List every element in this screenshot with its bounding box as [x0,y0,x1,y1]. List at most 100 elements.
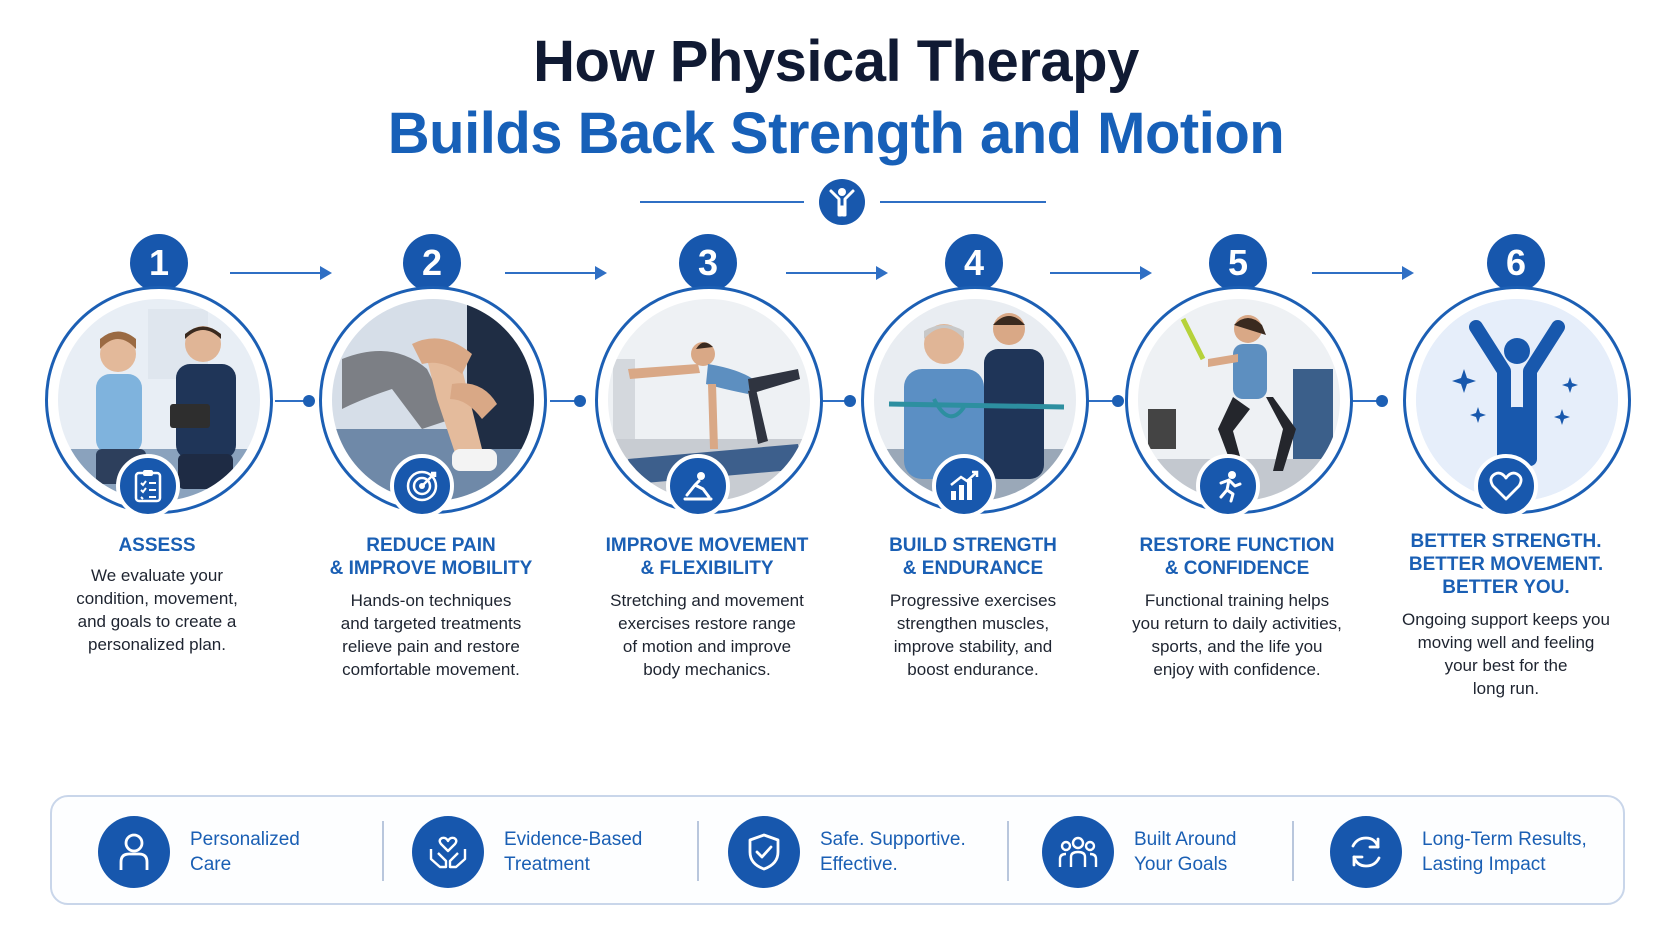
step-number-badge: 5 [1209,234,1267,292]
feature-label: Evidence-Based Treatment [504,827,694,877]
step-title: BETTER STRENGTH. BETTER MOVEMENT. BETTER… [1386,530,1626,599]
step-number-badge: 1 [130,234,188,292]
benefits-bar: Personalized Care Evidence-Based Treatme… [50,795,1625,905]
desc-line: Functional training helps [1144,591,1330,610]
step-description: Hands-on techniques and targeted treatme… [311,589,551,681]
desc-line: moving well and feeling [1417,633,1595,652]
feature-line: Built Around [1134,829,1237,850]
desc-line: We evaluate your [91,566,223,585]
desc-line: you return to daily activities, [1132,614,1342,633]
title-line: REDUCE PAIN [366,535,496,556]
flow-arrow-2 [505,266,607,280]
feature-line: Your Goals [1134,854,1228,875]
connector-5 [1352,395,1388,407]
desc-line: of motion and improve [622,637,792,656]
feature-label: Built Around Your Goals [1134,827,1324,877]
step-title: REDUCE PAIN & IMPROVE MOBILITY [311,534,551,580]
clipboard-checklist-icon [116,454,180,518]
knee-manual-therapy-photo [332,299,534,501]
connector-4 [1088,395,1124,407]
step-description: Stretching and movement exercises restor… [587,589,827,681]
shield-check-icon [728,816,800,888]
target-icon [390,454,454,518]
desc-line: Hands-on techniques [350,591,512,610]
divider-left [640,201,804,203]
desc-line: exercises restore range [618,614,796,633]
person-arms-up-icon [819,179,865,225]
step-description: Functional training helps you return to … [1117,589,1357,681]
divider-right [880,201,1046,203]
desc-line: enjoy with confidence. [1153,660,1321,679]
connector-3 [822,395,856,407]
step-number-badge: 2 [403,234,461,292]
step-title: IMPROVE MOVEMENT & FLEXIBILITY [587,534,827,580]
step-number-badge: 6 [1487,234,1545,292]
feature-line: Personalized [190,829,300,850]
hands-heart-icon [412,816,484,888]
title-line: & ENDURANCE [902,558,1044,579]
desc-line: strengthen muscles, [896,614,1050,633]
step-number-badge: 4 [945,234,1003,292]
title-line: BETTER YOU. [1442,577,1570,598]
refresh-cycle-icon [1330,816,1402,888]
feature-separator [697,821,699,881]
desc-line: Ongoing support keeps you [1402,610,1610,629]
desc-line: boost endurance. [907,660,1039,679]
feature-line: Effective. [820,854,898,875]
feature-separator [1007,821,1009,881]
feature-line: Treatment [504,854,590,875]
title-line: BUILD STRENGTH [889,535,1057,556]
desc-line: condition, movement, [76,589,238,608]
desc-line: body mechanics. [643,660,771,679]
step-photo-frame [319,286,547,514]
title-line: & FLEXIBILITY [640,558,774,579]
step-description: Ongoing support keeps you moving well an… [1386,608,1626,700]
title-line: BETTER MOVEMENT. [1408,554,1604,575]
title-line: BETTER STRENGTH. [1410,531,1602,552]
feature-line: Safe. Supportive. [820,829,966,850]
step-photo-frame [1125,286,1353,514]
feature-label: Long-Term Results, Lasting Impact [1422,827,1612,877]
connector-1 [275,395,315,407]
feature-label: Personalized Care [190,827,380,877]
feature-separator [1292,821,1294,881]
title-line: & IMPROVE MOBILITY [329,558,533,579]
flow-arrow-5 [1312,266,1414,280]
desc-line: long run. [1472,679,1540,698]
step-title: RESTORE FUNCTION & CONFIDENCE [1117,534,1357,580]
desc-line: relieve pain and restore [342,637,520,656]
title-line: RESTORE FUNCTION [1139,535,1335,556]
desc-line: and goals to create a [77,612,237,631]
feature-separator [382,821,384,881]
desc-line: your best for the [1444,656,1568,675]
running-figure-icon [1196,454,1260,518]
desc-line: Stretching and movement [610,591,804,610]
page-title: How Physical Therapy [533,29,1139,94]
step-number-badge: 3 [679,234,737,292]
feature-line: Evidence-Based [504,829,643,850]
group-people-icon [1042,816,1114,888]
feature-line: Lasting Impact [1422,854,1546,875]
desc-line: sports, and the life you [1151,637,1323,656]
desc-line: Progressive exercises [889,591,1057,610]
person-icon [98,816,170,888]
stretching-figure-icon [666,454,730,518]
step-title: ASSESS [118,535,196,556]
desc-line: and targeted treatments [340,614,522,633]
feature-label: Safe. Supportive. Effective. [820,827,1010,877]
bar-chart-growth-icon [932,454,996,518]
step-description: Progressive exercises strengthen muscles… [853,589,1093,681]
flow-arrow-3 [786,266,888,280]
page-subtitle: Builds Back Strength and Motion [387,101,1285,166]
squat-training-photo [1138,299,1340,501]
flow-arrow-4 [1050,266,1152,280]
title-line: IMPROVE MOVEMENT [605,535,809,556]
heart-icon [1474,454,1538,518]
title-line: & CONFIDENCE [1164,558,1310,579]
feature-line: Care [190,854,232,875]
desc-line: personalized plan. [88,635,226,654]
feature-line: Long-Term Results, [1422,829,1587,850]
step-title: BUILD STRENGTH & ENDURANCE [853,534,1093,580]
connector-2 [550,395,586,407]
flow-arrow-1 [230,266,332,280]
